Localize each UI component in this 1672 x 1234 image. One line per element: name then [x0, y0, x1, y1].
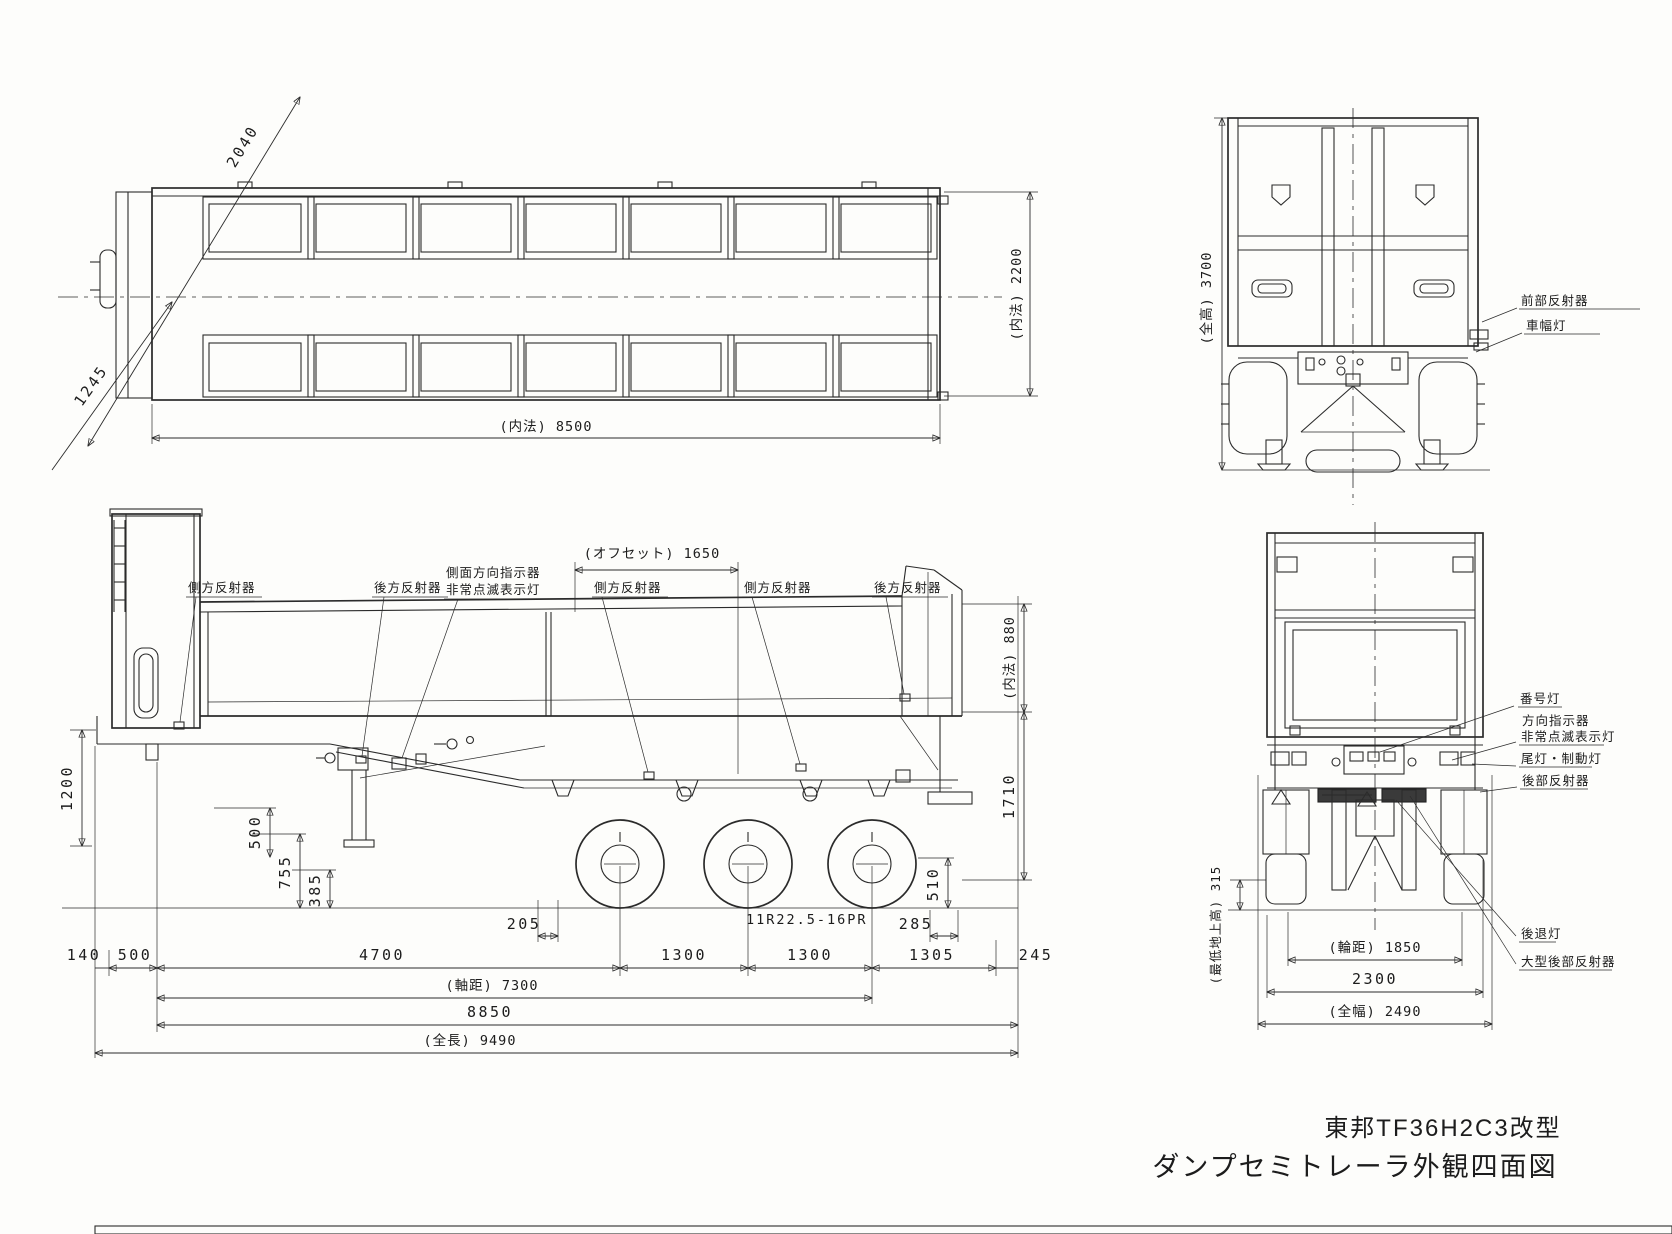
rear-view-labels: 番号灯 方向指示器 非常点滅表示灯 尾灯・制動灯 後部反射器 後退灯 大型後部反…: [1379, 692, 1616, 971]
side-indicator-label-line1: 側面方向指示器: [446, 565, 541, 580]
front-height-dim: (全高) 3700: [1198, 118, 1232, 470]
offset-dim: (オフセット) 1650: [575, 546, 738, 774]
large-rear-reflector-label: 大型後部反射器: [1521, 954, 1616, 969]
license-lamp-label: 番号灯: [1520, 692, 1561, 706]
rear-reflector-label: 後部反射器: [1522, 773, 1590, 788]
svg-text:140: 140: [67, 946, 102, 964]
hazard-lamp-label: 非常点滅表示灯: [1521, 730, 1616, 744]
rear-reflector-mid-label: 後方反射器: [374, 580, 442, 595]
scan-artifact-bar: [94, 1225, 1672, 1234]
reverse-lamp-label: 後退灯: [1521, 927, 1562, 941]
rear-overall-width-dim: (全幅) 2490: [1258, 1003, 1492, 1024]
front-reflector-shape: [1469, 329, 1489, 340]
tail-lamp-right-shape: [1460, 751, 1476, 766]
plan-view: 2040 1245 (内法) 8500 (内法) 2200: [51, 97, 1038, 471]
side-overall-length-dim: (全長) 9490: [95, 1032, 1018, 1053]
svg-text:(内法) 880: (内法) 880: [1002, 616, 1018, 700]
rear-ground-clearance-dim: (最低地上高) 315: [1208, 866, 1266, 985]
svg-text:1300: 1300: [787, 946, 833, 964]
model-number: 東邦TF36H2C3改型: [1324, 1115, 1561, 1142]
svg-text:1200: 1200: [58, 765, 76, 811]
svg-text:245: 245: [1019, 946, 1054, 964]
svg-text:1300: 1300: [661, 946, 707, 964]
svg-text:755: 755: [276, 855, 294, 890]
svg-text:(オフセット) 1650: (オフセット) 1650: [584, 546, 720, 562]
clearance-lamp-label: 車幅灯: [1526, 318, 1567, 333]
svg-text:1305: 1305: [909, 946, 955, 964]
license-plate-shape: [1343, 745, 1405, 775]
svg-text:(軸距) 7300: (軸距) 7300: [446, 978, 539, 994]
tail-brake-lamp-label: 尾灯・制動灯: [1521, 752, 1602, 766]
svg-text:500: 500: [246, 815, 264, 850]
svg-text:510: 510: [924, 867, 942, 902]
side-left-dims: 1200 500 755 385: [58, 730, 336, 908]
plan-inner-length-dim: (内法) 8500: [152, 404, 940, 444]
side-right-dims: (内法) 880 1710 510: [918, 604, 1032, 908]
front-view-labels: 前部反射器 車幅灯: [1475, 293, 1640, 353]
turn-indicator-label: 方向指示器: [1522, 713, 1590, 728]
svg-text:(最低地上高) 315: (最低地上高) 315: [1208, 866, 1223, 985]
svg-text:500: 500: [118, 946, 153, 964]
plan-inner-width-dim: (内法) 2200: [944, 192, 1038, 396]
svg-text:(輪距) 1850: (輪距) 1850: [1329, 939, 1422, 956]
side-reflector-label-3: 側方反射器: [744, 580, 812, 595]
svg-text:205: 205: [507, 915, 542, 933]
svg-text:2300: 2300: [1352, 970, 1398, 988]
title-block: 東邦TF36H2C3改型 ダンプセミトレーラ外観四面図: [1152, 1115, 1561, 1182]
side-reflector-label-1: 側方反射器: [188, 580, 256, 595]
svg-text:285: 285: [899, 915, 934, 933]
svg-text:385: 385: [306, 873, 324, 908]
drawing-title: ダンプセミトレーラ外観四面図: [1152, 1152, 1557, 1182]
svg-text:(内法) 8500: (内法) 8500: [500, 419, 593, 435]
svg-text:(全長) 9490: (全長) 9490: [424, 1032, 517, 1049]
side-8850-dim: 8850: [157, 1003, 1018, 1025]
plan-dim-diagonal-long: 2040: [223, 122, 262, 171]
tail-lamp-left-shape: [1270, 751, 1290, 766]
side-view-labels: 側方反射器 後方反射器 側面方向指示器 非常点滅表示灯 側方反射器 側方反射器 …: [179, 565, 948, 773]
front-reflector-label: 前部反射器: [1521, 293, 1589, 308]
rear-track-dim: (輪距) 1850: [1288, 939, 1462, 960]
side-view: 11R22.5-16PR 側方反射器 後方反射器 側面方向指示器 非常点滅表示灯…: [58, 508, 1054, 1058]
side-small-dims: 205 285: [507, 915, 958, 936]
svg-text:1710: 1710: [1000, 773, 1018, 819]
plan-dim-diagonal-short: 1245: [70, 362, 111, 410]
side-reflector-label-2: 側方反射器: [594, 580, 662, 595]
side-bottom-chain: 140 500 4700 1300 1300 1305 245: [67, 946, 1054, 968]
rear-2300-dim: 2300: [1267, 970, 1483, 992]
svg-text:4700: 4700: [359, 946, 405, 964]
svg-text:(内法) 2200: (内法) 2200: [1009, 248, 1025, 341]
front-view: (全高) 3700 前部反射器 車幅灯: [1198, 108, 1640, 505]
side-indicator-lamp-shape: [391, 757, 407, 770]
svg-text:(全幅) 2490: (全幅) 2490: [1329, 1003, 1422, 1020]
rear-view: (最低地上高) 315 (輪距) 1850 2300 (全幅) 2490 番号灯…: [1208, 522, 1616, 1030]
side-wheels: [575, 819, 917, 909]
tire-size-label: 11R22.5-16PR: [746, 912, 868, 928]
svg-text:8850: 8850: [467, 1003, 513, 1021]
side-wheelbase-dim: (軸距) 7300: [157, 978, 872, 998]
rear-reflector-aft-label: 後方反射器: [874, 580, 942, 595]
plan-diagonal-dims: 2040 1245: [51, 97, 300, 471]
svg-text:(全高) 3700: (全高) 3700: [1198, 252, 1215, 345]
side-indicator-label-line2: 非常点滅表示灯: [446, 583, 541, 597]
